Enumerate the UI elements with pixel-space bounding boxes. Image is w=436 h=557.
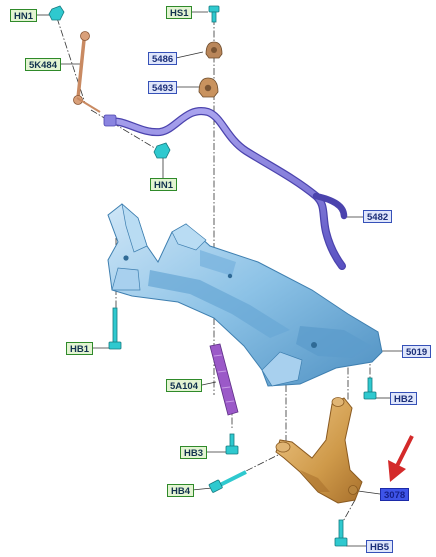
fasteners: [48, 5, 377, 547]
callout-hb5[interactable]: HB5: [366, 540, 394, 553]
callout-5482[interactable]: 5482: [363, 210, 393, 223]
callout-hb1[interactable]: HB1: [66, 342, 94, 355]
callout-5a104[interactable]: 5A104: [166, 379, 202, 392]
callout-5k484[interactable]: 5K484: [25, 58, 61, 71]
callout-hb2[interactable]: HB2: [390, 392, 418, 405]
callout-hn1-bottom[interactable]: HN1: [150, 178, 178, 191]
callout-5493[interactable]: 5493: [148, 81, 178, 94]
stabilizer-link: [73, 31, 101, 113]
callout-hb3[interactable]: HB3: [180, 446, 208, 459]
front-subframe: [107, 203, 383, 387]
callout-hs1[interactable]: HS1: [166, 6, 193, 19]
bushings: [198, 41, 223, 98]
callout-5019[interactable]: 5019: [402, 345, 432, 358]
heat-shield: [209, 343, 239, 416]
callout-hb4[interactable]: HB4: [167, 484, 195, 497]
stabilizer-bar: [103, 107, 348, 270]
red-arrow-indicator: [388, 435, 414, 482]
lower-control-arm: [275, 397, 363, 504]
callout-3078-selected[interactable]: 3078: [380, 488, 410, 501]
callout-5486[interactable]: 5486: [148, 52, 178, 65]
callout-hn1-top[interactable]: HN1: [10, 9, 38, 22]
